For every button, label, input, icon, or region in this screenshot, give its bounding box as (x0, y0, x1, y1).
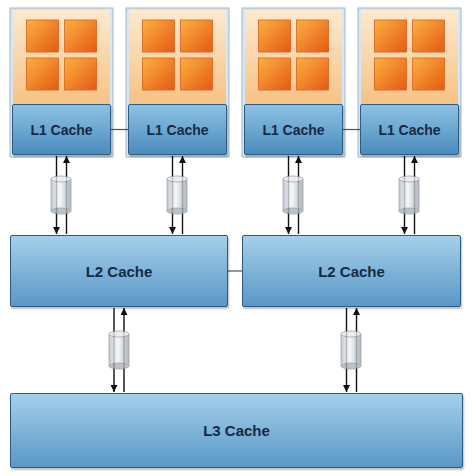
core-block (10, 8, 113, 157)
link-line (111, 129, 128, 130)
bus-cylinder (341, 331, 361, 369)
cache-label: L1 Cache (378, 122, 440, 138)
core-block (242, 8, 345, 157)
core-block (126, 8, 229, 157)
cache-label: L3 Cache (203, 422, 270, 439)
cache-label: L1 Cache (262, 122, 324, 138)
bus-cylinder (167, 176, 187, 214)
l3-cache-box: L3 Cache (10, 393, 463, 468)
cache-label: L2 Cache (86, 263, 153, 280)
core-block (358, 8, 461, 157)
bus-cylinder (109, 331, 129, 369)
bus-cylinder (51, 176, 71, 214)
l1-cache-box: L1 Cache (12, 104, 111, 155)
l1-cache-box: L1 Cache (244, 104, 343, 155)
l1-cache-box: L1 Cache (128, 104, 227, 155)
link-line (228, 270, 242, 271)
l2-cache-box: L2 Cache (242, 235, 461, 307)
cache-label: L2 Cache (318, 263, 385, 280)
link-line (228, 271, 242, 272)
link-line (343, 129, 360, 130)
bus-cylinder (283, 176, 303, 214)
cache-label: L1 Cache (146, 122, 208, 138)
bus-cylinder (399, 176, 419, 214)
cache-label: L1 Cache (30, 122, 92, 138)
link-line (343, 129, 360, 130)
link-line (111, 129, 128, 130)
l1-cache-box: L1 Cache (360, 104, 459, 155)
l2-cache-box: L2 Cache (10, 235, 228, 307)
